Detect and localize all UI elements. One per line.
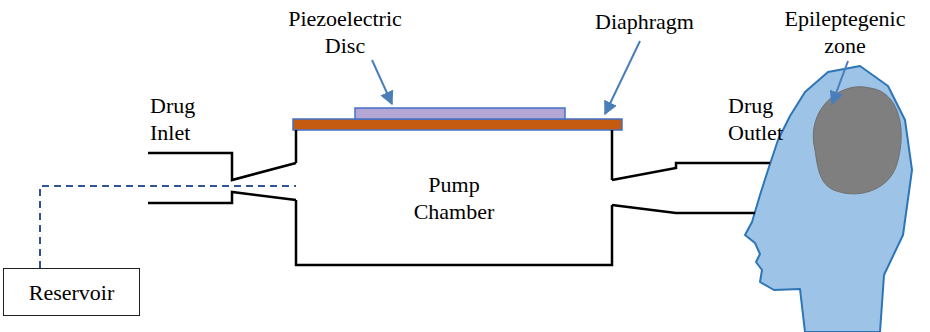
part-label: Piezoelectric Disc [280,5,410,59]
leader-arrow [832,61,848,104]
part-label: Diaphragm [595,8,694,35]
chamber-wall [295,130,298,163]
brain [813,87,901,194]
node-text: Pump Chamber [399,171,509,225]
port-label: Drug Inlet [150,92,212,146]
pump-chamber: Pump Chamber [296,130,612,265]
region-label: Epileptegenic zone [770,5,920,59]
piezo-disc [355,108,565,119]
chamber-outline [296,130,612,265]
leader-arrow [372,60,392,104]
node-text: Reservoir [29,279,115,306]
port-label: Drug Outlet [728,92,790,146]
dashed-feed-line [40,186,296,268]
outlet-tube [612,163,770,213]
chamber-wall [611,130,614,180]
inlet-tube [148,153,296,203]
leader-arrow [605,41,640,114]
diaphragm-plate [293,119,622,130]
reservoir-box: Reservoir [3,268,140,316]
